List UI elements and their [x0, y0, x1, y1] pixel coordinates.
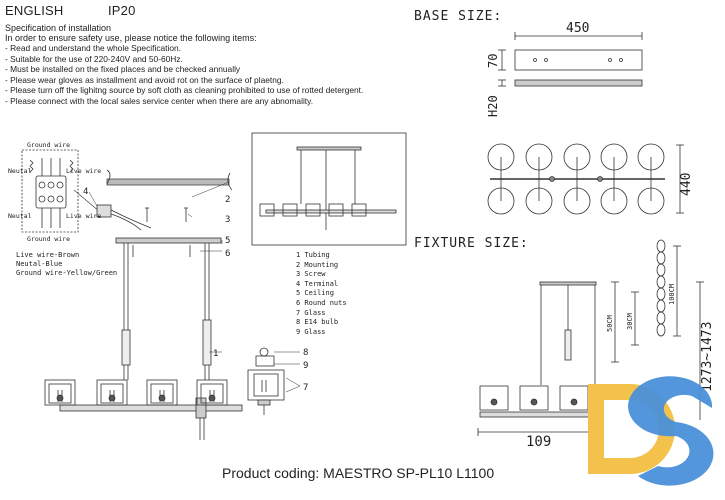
chain — [656, 239, 666, 337]
parts-list: 1 Tubing 2 Mounting 3 Screw 4 Terminal 5… — [296, 251, 347, 337]
spec-title: Specification of installation — [5, 23, 112, 33]
parts-item: 7 Glass — [296, 308, 326, 317]
base-depth-label: H20 — [486, 95, 500, 117]
fixture-rod1-label: 50CM — [606, 315, 614, 332]
fixture-chain-label: 100CM — [668, 284, 676, 305]
lamp-row — [44, 379, 228, 406]
callout-8: 8 — [303, 348, 308, 358]
spec-list: - Read and understand the whole Specific… — [5, 43, 405, 107]
ip-rating: IP20 — [108, 3, 136, 18]
base-width-label: 450 — [566, 21, 589, 36]
callout-9: 9 — [303, 361, 308, 371]
product-coding: Product coding: MAESTRO SP-PL10 L1100 — [222, 465, 495, 481]
spec-item: - Please turn off the lighitng source by… — [5, 85, 364, 96]
wiring-diagram — [21, 149, 101, 233]
spec-item: - Read and understand the whole Specific… — [5, 43, 181, 53]
wiring-neutral-bottom: Neutal — [8, 212, 32, 220]
base-length-label: 440 — [679, 173, 694, 196]
wiring-ground-top: Ground wire — [27, 141, 70, 149]
parts-item: 1 Tubing — [296, 251, 330, 259]
parts-item: 6 Round nuts — [296, 298, 347, 307]
fixture-width-label: 109 — [526, 434, 551, 450]
callout-1: 1 — [213, 349, 218, 359]
base-size-drawing — [487, 32, 684, 215]
callout-6: 6 — [225, 249, 230, 259]
parts-item: 5 Ceiling — [296, 289, 334, 298]
spec-item: - Please connect with the local sales se… — [5, 95, 314, 106]
fixture-overview — [251, 132, 407, 246]
spec-item: - Please wear gloves as installment and … — [5, 74, 284, 85]
wiring-ground-bottom: Ground wire — [27, 235, 70, 243]
fixture-size-title: FIXTURE SIZE: — [414, 236, 529, 251]
wiring-legend-item: Neutal-Blue — [16, 260, 63, 268]
callout-2: 2 — [225, 195, 230, 205]
spec-item: - Suitable for the use of 220-240V and 5… — [5, 53, 183, 64]
language-label: ENGLISH — [5, 3, 64, 18]
callout-3: 3 — [225, 215, 230, 225]
bulb-detail — [247, 347, 301, 415]
wiring-legend-item: Ground wire-Yellow/Green — [16, 269, 118, 277]
parts-item: 2 Mounting — [296, 260, 339, 269]
wiring-legend: Live wire-Brown Neutal-Blue Ground wire-… — [16, 251, 117, 278]
parts-item: 4 Terminal — [296, 279, 339, 288]
spec-intro: In order to ensure safety use, please no… — [5, 33, 257, 43]
ds-logo — [588, 376, 714, 486]
callout-5: 5 — [225, 236, 230, 246]
wiring-neutral-top: Neutal — [8, 167, 32, 175]
parts-item: 8 E14 bulb — [296, 318, 339, 327]
callout-7: 7 — [303, 383, 308, 393]
spec-item: - Must be installed on the fixed places … — [5, 64, 241, 75]
parts-item: 9 Glass — [296, 327, 326, 336]
base-height-label: 70 — [486, 54, 500, 68]
callout-4: 4 — [83, 187, 88, 197]
parts-item: 3 Screw — [296, 270, 326, 279]
wiring-live-top: Live wire — [66, 167, 101, 175]
fixture-rod2-label: 30CM — [626, 313, 634, 330]
wiring-legend-item: Live wire-Brown — [16, 251, 80, 259]
fixture-height-label: 1273~1473 — [700, 322, 715, 392]
wiring-live-bottom: Live wire — [66, 212, 101, 220]
base-size-title: BASE SIZE: — [414, 9, 503, 24]
